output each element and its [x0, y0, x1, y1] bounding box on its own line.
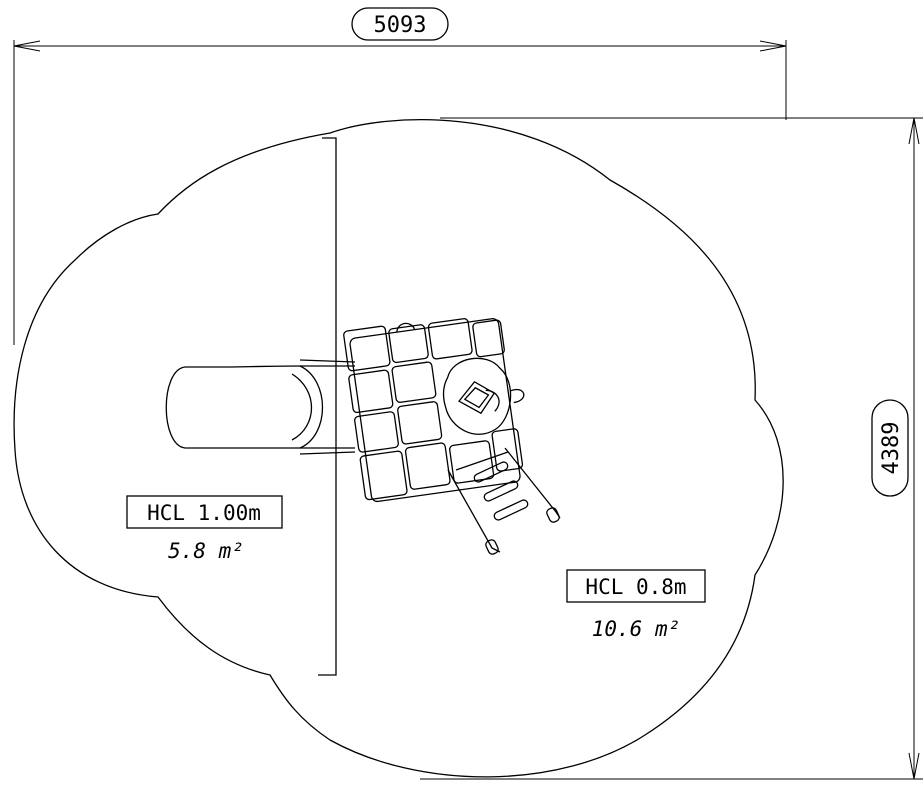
width-dimension-value: 5093 [374, 13, 427, 38]
zone-right-hcl-box [566, 569, 706, 603]
zone-left-hcl: HCL 1.00m [147, 501, 261, 525]
width-dimension-badge [351, 7, 449, 41]
zone-left-label: HCL 1.00m 5.8 m² [126, 495, 283, 563]
zone-left-area: 5.8 m² [168, 539, 244, 563]
zone-left-hcl-box [126, 495, 283, 529]
height-dimension-badge [871, 399, 909, 497]
zone-divider-line [318, 137, 337, 676]
safety-zone-outline [13, 119, 784, 778]
zone-right-label: HCL 0.8m 10.6 m² [566, 569, 706, 641]
play-tower [343, 318, 525, 503]
ladder [447, 447, 561, 555]
slide [165, 359, 356, 455]
zone-right-area: 10.6 m² [592, 617, 681, 641]
height-dimension: 4389 [420, 117, 923, 780]
height-dimension-value: 4389 [879, 422, 904, 475]
width-dimension: 5093 [13, 7, 787, 345]
zone-right-hcl: HCL 0.8m [585, 575, 686, 599]
